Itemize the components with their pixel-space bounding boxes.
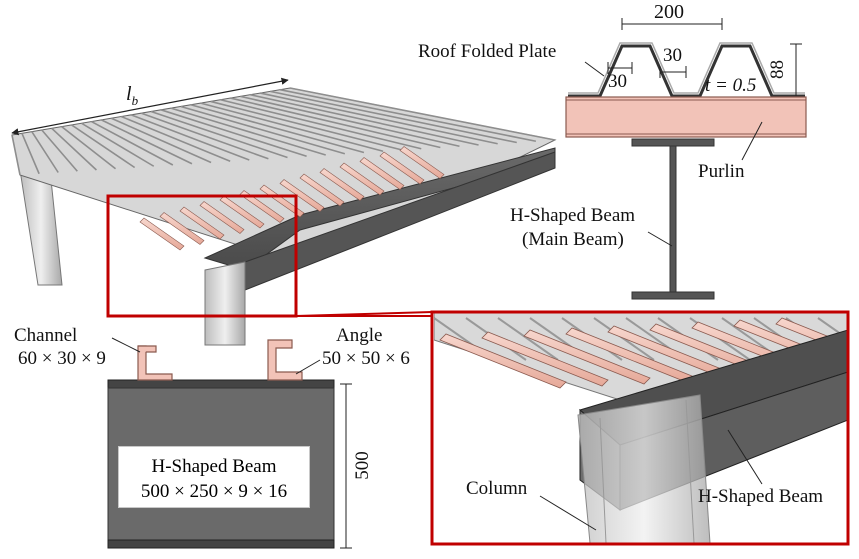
column-leader xyxy=(539,495,597,531)
purlin-label: Purlin xyxy=(698,161,745,182)
purlins-overview xyxy=(139,146,445,251)
detail-purlin xyxy=(565,327,693,383)
thickness-label: t = 0.5 xyxy=(705,75,757,96)
roof-rib xyxy=(11,134,21,176)
column-label: Column xyxy=(466,478,528,499)
angle-leader xyxy=(295,359,321,375)
detail-rib xyxy=(593,317,655,361)
section-label-2: 500 × 250 × 9 × 16 xyxy=(140,481,288,502)
roof-rib xyxy=(289,87,556,141)
purlin-overview xyxy=(359,157,405,190)
angle-label-1: Angle xyxy=(336,325,383,346)
detail-beam-label: H-Shaped Beam xyxy=(698,486,824,507)
h-beam-top-flange xyxy=(631,138,715,147)
dim-500-label: 500 xyxy=(351,451,373,480)
purlin-section xyxy=(565,96,807,138)
purlin-overview xyxy=(319,168,365,201)
section-top-flange xyxy=(107,379,335,389)
main-beam-label-2: (Main Beam) xyxy=(522,229,624,250)
plate-section xyxy=(565,18,807,300)
section-label-1: H-Shaped Beam xyxy=(151,456,277,477)
purlin-overview xyxy=(159,212,205,245)
channel-lip xyxy=(138,345,157,353)
section-label-box: H-Shaped Beam 500 × 250 × 9 × 16 xyxy=(118,446,310,508)
roof-rib xyxy=(279,88,537,143)
purlin-overview xyxy=(299,173,345,207)
plate-leader xyxy=(584,61,605,77)
right-column xyxy=(204,261,246,346)
purlin-overview xyxy=(259,184,305,218)
roof-rib xyxy=(41,129,78,172)
purlin-leader xyxy=(741,121,763,161)
lb-dimension-line xyxy=(11,77,289,136)
detail-purlin xyxy=(481,331,609,387)
zoom-box xyxy=(106,194,298,318)
detail-frame xyxy=(430,310,850,546)
detail-column-edge xyxy=(599,417,607,543)
detail-purlin xyxy=(439,333,567,389)
zoom-link-line-2 xyxy=(295,311,433,317)
dim-88-label: 88 xyxy=(767,60,788,79)
angle-section xyxy=(267,339,303,381)
section-bottom-flange xyxy=(107,539,335,549)
roof-overview xyxy=(11,77,557,346)
channel-label-2: 60 × 30 × 9 xyxy=(18,348,106,369)
dim-200-label: 200 xyxy=(654,1,684,23)
dim-30-top-label: 30 xyxy=(663,45,682,66)
detail-beam-leader xyxy=(727,429,763,485)
detail-column-edge-2 xyxy=(685,399,695,543)
roof-rib xyxy=(31,131,59,173)
detail-rib xyxy=(817,317,848,341)
roof-rib xyxy=(21,133,40,175)
purlin-overview xyxy=(139,217,185,251)
main-beam-label-1: H-Shaped Beam xyxy=(510,205,636,226)
folded-plate-profile xyxy=(568,44,805,98)
channel-leader xyxy=(111,337,141,353)
beam-leader xyxy=(647,231,673,247)
detail-rib xyxy=(497,317,559,361)
detail-column xyxy=(577,394,711,543)
purlin-overview xyxy=(199,201,245,234)
purlin-overview xyxy=(339,162,385,196)
h-beam-bottom-flange xyxy=(631,291,715,300)
purlin-overview xyxy=(399,146,445,179)
purlin-overview xyxy=(379,151,425,185)
purlin-overview xyxy=(279,179,325,212)
detail-view xyxy=(430,310,859,546)
h-beam-web xyxy=(669,145,677,293)
angle-label-2: 50 × 50 × 6 xyxy=(322,348,410,369)
detail-purlin xyxy=(523,329,651,385)
purlin-overview xyxy=(179,206,225,240)
purlin-overview xyxy=(239,190,285,223)
roof-rib xyxy=(269,90,517,144)
roof-plate-label: Roof Folded Plate xyxy=(418,41,557,62)
dim-30-left-label: 30 xyxy=(608,71,627,92)
detail-rib xyxy=(850,318,859,360)
left-column xyxy=(19,169,63,286)
beam-section xyxy=(107,337,352,549)
roof-rib xyxy=(260,92,498,145)
channel-label-1: Channel xyxy=(14,325,78,346)
lb-label: lb xyxy=(126,83,139,108)
